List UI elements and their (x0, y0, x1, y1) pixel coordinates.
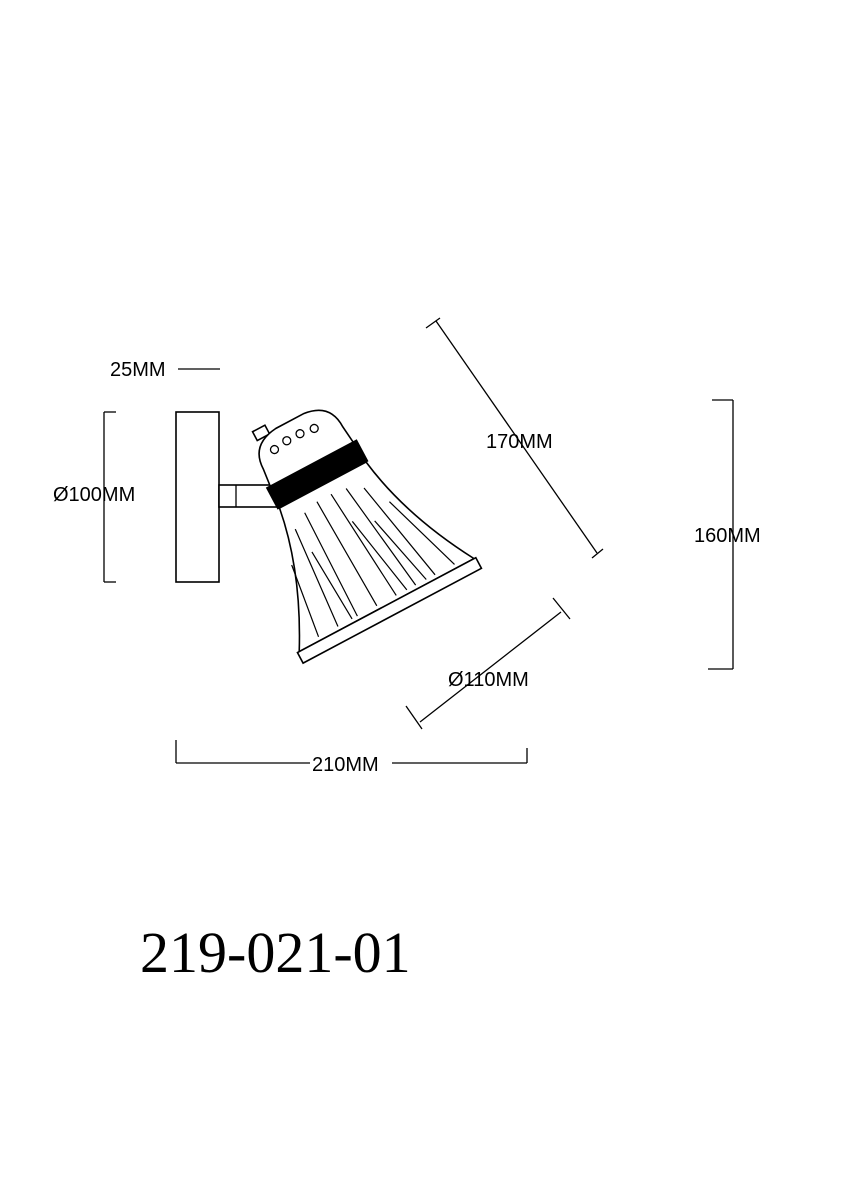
width-label: 210MM (312, 754, 379, 776)
model-number: 219-021-01 (140, 920, 411, 985)
wall-plate (175, 411, 220, 583)
plate-diameter-bracket (103, 411, 116, 583)
plate-thickness-label: 25MM (110, 359, 166, 381)
height-bracket (708, 399, 734, 670)
shade-diameter-label: Ø110MM (448, 669, 529, 691)
lamp-shade (251, 409, 483, 665)
height-label: 160MM (694, 525, 761, 547)
shade-length-dimension (425, 317, 604, 559)
plate-diameter-label: Ø100MM (53, 484, 135, 506)
shade-length-label: 170MM (486, 431, 553, 453)
shade-diameter-dimension (405, 597, 571, 730)
wall-lamp-illustration (175, 409, 483, 665)
